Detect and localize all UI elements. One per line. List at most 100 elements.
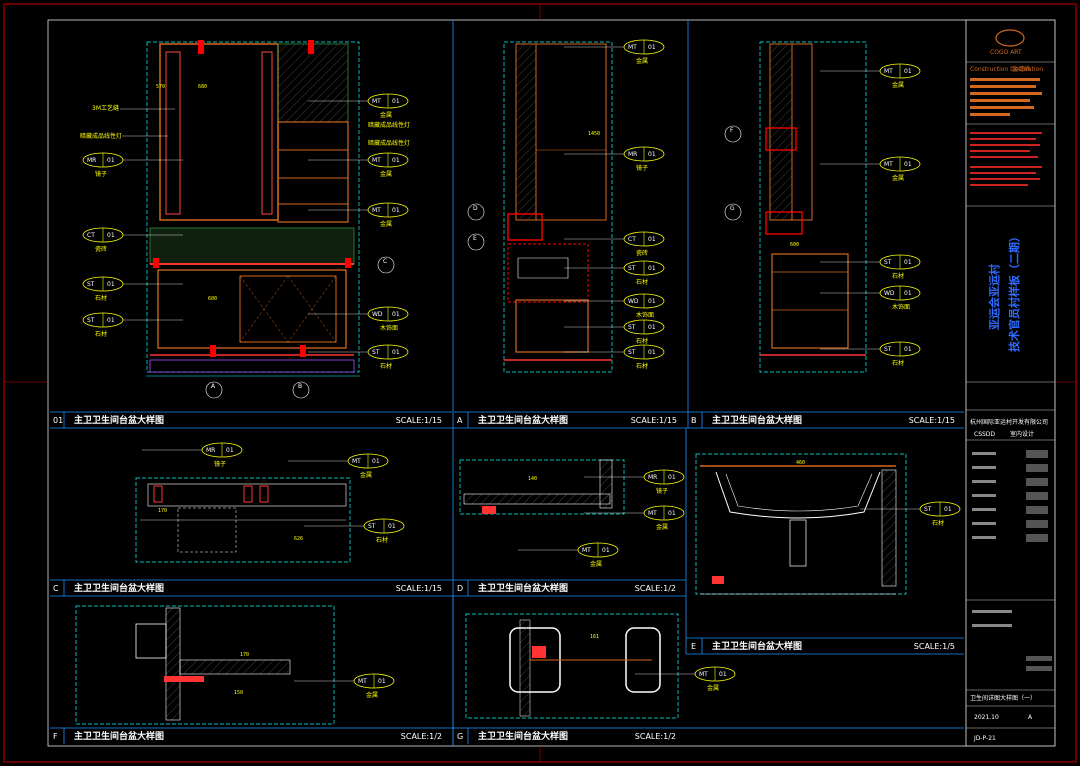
svg-text:暗藏成品线性灯: 暗藏成品线性灯 [368,121,410,129]
panel-scale: SCALE:1/5 [914,642,955,651]
tag-code: CT [87,232,95,239]
tag-label: 木饰面 [892,303,910,311]
tag-label: 瓷砖 [95,245,107,253]
tag-code: ST [372,349,380,356]
tag-code: ST [884,259,892,266]
tag-number: 01 [648,44,656,51]
svg-text:161: 161 [590,634,599,640]
panel-scale: SCALE:1/15 [396,416,442,425]
panel-title-text: 主卫卫生间台盆大样图 [478,414,568,426]
svg-text:金缇缔: 金缇缔 [1012,65,1030,73]
svg-text:暗藏成品线性灯: 暗藏成品线性灯 [368,139,410,147]
tag-label: 石材 [636,278,648,286]
tag-code: MR [648,474,657,481]
svg-text:G: G [730,205,735,212]
panel-title-text: 主卫卫生间台盆大样图 [74,582,164,594]
svg-text:1450: 1450 [588,131,600,137]
tag-code: MT [372,157,381,164]
tag-label: 石材 [932,519,944,527]
tag-label: 石材 [95,294,107,302]
svg-text:室内设计: 室内设计 [1010,430,1034,438]
tag-number: 01 [392,207,400,214]
tag-label: 镜子 [95,170,107,178]
panel-scale: SCALE:1/15 [631,416,677,425]
tag-code: MT [372,98,381,105]
tag-number: 01 [904,290,912,297]
svg-text:B: B [298,383,302,390]
panel-id: A [457,416,463,425]
svg-text:A: A [211,383,216,390]
svg-text:150: 150 [234,690,243,696]
tag-label: 镜子 [636,164,648,172]
panel-F-detail: 170 150 [75,605,335,725]
tag-code: ST [368,523,376,530]
tag-number: 01 [392,349,400,356]
panel-id: F [53,732,58,741]
tag-number: 01 [648,349,656,356]
tag-code: MR [628,151,637,158]
panel-title-text: 主卫卫生间台盆大样图 [478,730,568,742]
tag-label: 石材 [380,362,392,370]
panel-id: C [53,584,59,593]
tag-code: WD [372,311,383,318]
tag-number: 01 [904,346,912,353]
tag-code: MT [699,671,708,678]
tag-label: 金属 [380,170,392,178]
tag-code: ST [884,346,892,353]
signature-rows [972,450,1052,671]
svg-text:170: 170 [158,508,167,514]
tag-label: 金属 [656,523,668,531]
svg-text:暗藏成品线性灯: 暗藏成品线性灯 [80,132,122,140]
drawing-number: JD-P-21 [973,735,996,742]
tag-number: 01 [107,232,115,239]
panel-G-detail: 161 [465,613,679,719]
drawing-name: 卫生间详图大样图（一） [970,694,1036,702]
project-name-vertical-2: 技术官员村样板（二期） [1007,231,1021,352]
tag-label: 石材 [376,536,388,544]
svg-text:626: 626 [294,536,303,542]
tag-label: 金属 [366,691,378,699]
tag-number: 01 [648,151,656,158]
svg-text:680: 680 [198,84,207,90]
panel-id: D [457,584,463,593]
svg-text:F: F [730,127,734,134]
tag-label: 石材 [892,359,904,367]
tag-label: 镜子 [656,487,668,495]
tag-label: 金属 [892,81,904,89]
client-name: 杭州国际亚运村开发有限公司 [970,418,1048,426]
tag-label: 金属 [380,111,392,119]
panel-id: E [691,642,696,651]
panel-title-a: A 主卫卫生间台盆大样图 SCALE:1/15 [457,412,677,428]
tag-number: 01 [107,281,115,288]
svg-text:2021.10: 2021.10 [974,714,999,721]
svg-text:170: 170 [240,652,249,658]
tag-code: WD [628,298,639,305]
svg-text:460: 460 [796,460,805,466]
title-block-notes [970,78,1042,186]
tag-label: 瓷砖 [636,249,648,257]
panel-title-text: 主卫卫生间台盆大样图 [478,582,568,594]
svg-text:600: 600 [790,242,799,248]
svg-text:D: D [473,205,478,212]
tag-code: ST [87,281,95,288]
svg-text:140: 140 [528,476,537,482]
panel-id: G [457,732,463,741]
panel-id: 01 [53,416,63,425]
tag-code: ST [87,317,95,324]
tag-number: 01 [944,506,952,513]
svg-text:A: A [1028,714,1033,721]
